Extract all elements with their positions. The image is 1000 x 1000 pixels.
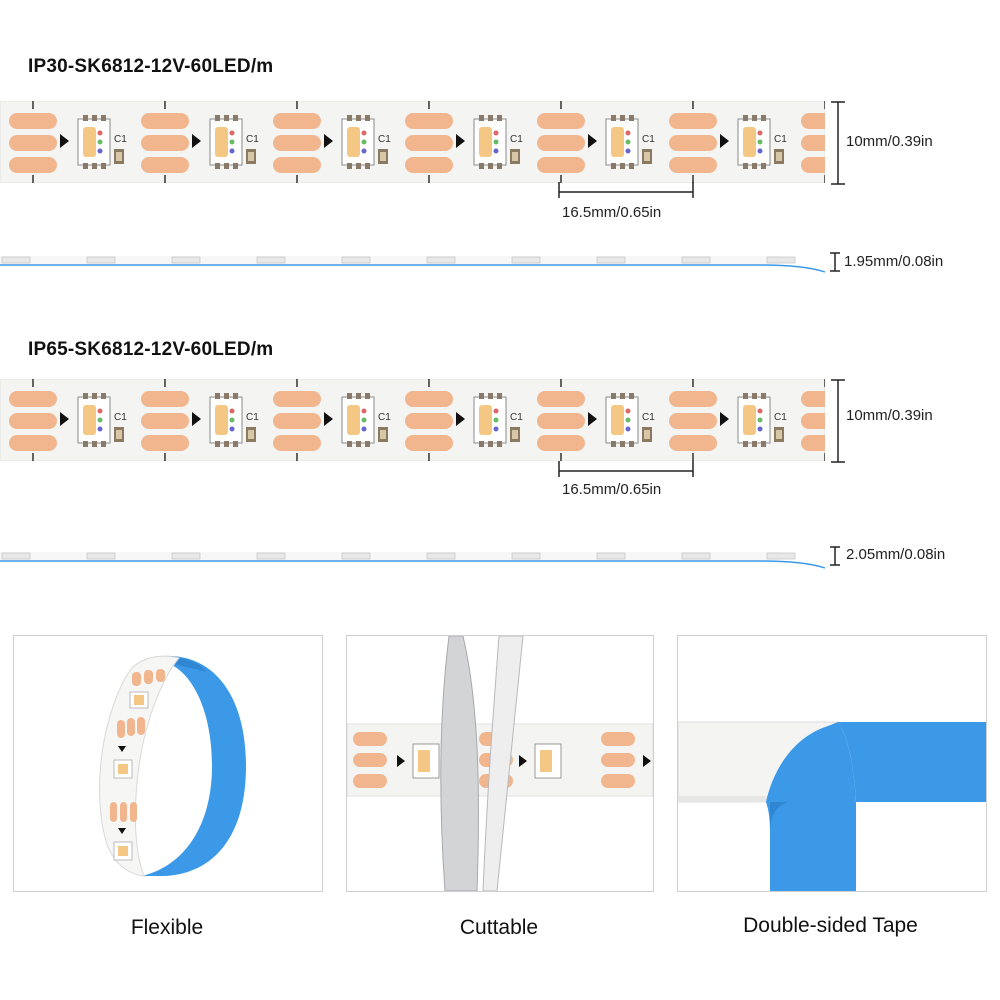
tape-illustration bbox=[678, 721, 986, 891]
strip2-pitch-label: 16.5mm/0.65in bbox=[562, 481, 662, 498]
svg-text:C1: C1 bbox=[246, 134, 259, 145]
strip1-top-view: C1 C1 C1 C1 C1 C1 bbox=[0, 101, 825, 183]
strip2-width-bracket bbox=[831, 379, 845, 463]
strip2-width-label: 10mm/0.39in bbox=[846, 407, 933, 424]
strip2-title: IP65-SK6812-12V-60LED/m bbox=[28, 339, 274, 360]
strip2-side-view bbox=[0, 552, 825, 569]
flexible-panel bbox=[13, 635, 323, 892]
strip1-thickness-label: 1.95mm/0.08in bbox=[844, 253, 944, 270]
svg-text:C1: C1 bbox=[246, 412, 259, 423]
flexible-strip-illustration bbox=[99, 655, 246, 877]
svg-text:C1: C1 bbox=[642, 134, 655, 145]
flexible-caption: Flexible bbox=[130, 916, 204, 939]
strip1-side-view bbox=[0, 256, 825, 273]
svg-text:C1: C1 bbox=[114, 412, 127, 423]
strip1-width-bracket bbox=[831, 101, 845, 185]
strip2-thickness-bracket bbox=[830, 546, 840, 566]
strip2-thickness-label: 2.05mm/0.08in bbox=[846, 546, 946, 563]
strip2-top-view: C1 C1 C1 C1 C1 C1 bbox=[0, 379, 825, 461]
svg-text:C1: C1 bbox=[114, 134, 127, 145]
svg-text:C1: C1 bbox=[378, 134, 391, 145]
svg-text:C1: C1 bbox=[642, 412, 655, 423]
svg-text:C1: C1 bbox=[378, 412, 391, 423]
svg-text:C1: C1 bbox=[774, 134, 787, 145]
strip1-pitch-label: 16.5mm/0.65in bbox=[562, 204, 662, 221]
svg-text:C1: C1 bbox=[510, 412, 523, 423]
svg-text:C1: C1 bbox=[774, 412, 787, 423]
cuttable-illustration bbox=[347, 636, 653, 891]
strip2-pitch-bracket bbox=[558, 461, 694, 477]
strip1-width-label: 10mm/0.39in bbox=[846, 133, 933, 150]
strip1-title: IP30-SK6812-12V-60LED/m bbox=[28, 56, 274, 77]
tape-caption: Double-sided Tape bbox=[743, 914, 918, 937]
cuttable-caption: Cuttable bbox=[459, 916, 539, 939]
svg-text:C1: C1 bbox=[510, 134, 523, 145]
scissors-blades bbox=[440, 636, 524, 891]
strip1-pitch-bracket bbox=[558, 182, 694, 198]
tape-panel bbox=[677, 635, 987, 892]
cuttable-panel bbox=[346, 635, 654, 892]
strip1-thickness-bracket bbox=[830, 252, 840, 272]
